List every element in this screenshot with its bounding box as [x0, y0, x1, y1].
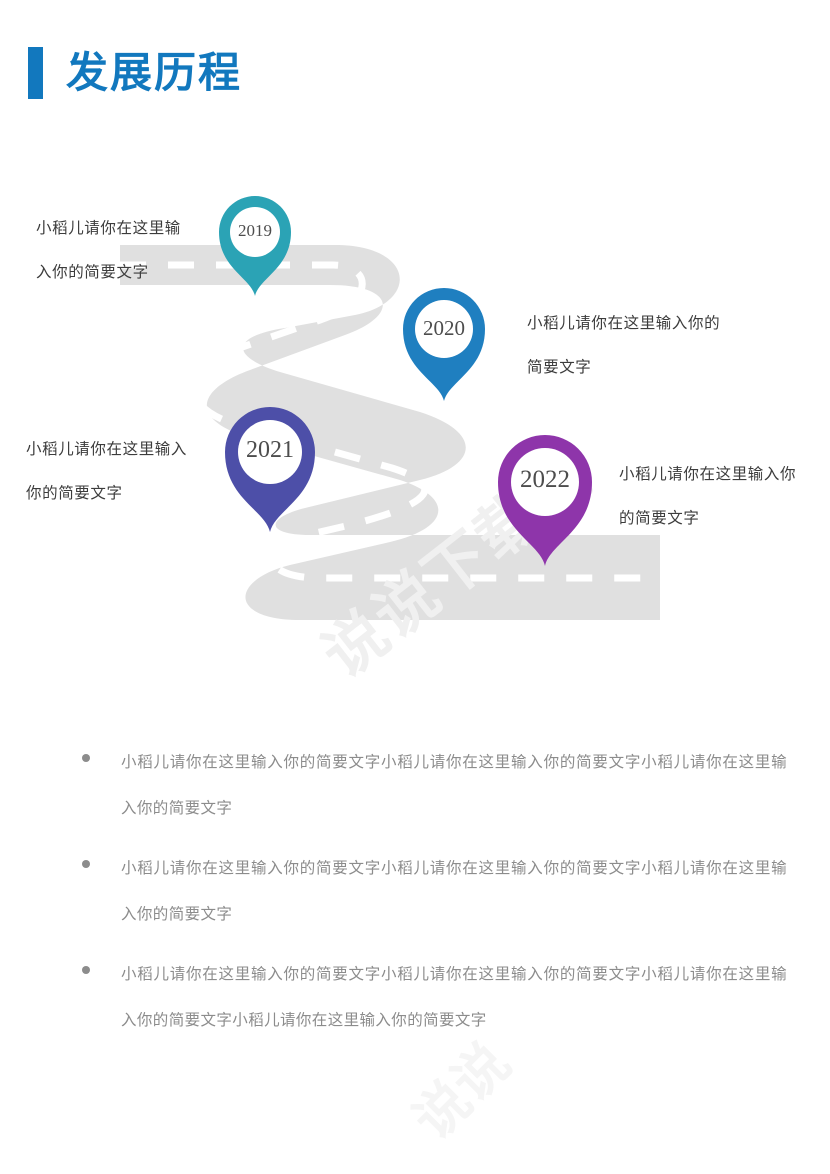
milestone-pin-2021[interactable]: 2021: [216, 398, 324, 534]
pin-shape-2019: [219, 196, 291, 296]
list-item: 小稻儿请你在这里输入你的简要文字小稻儿请你在这里输入你的简要文字小稻儿请你在这里…: [75, 846, 787, 938]
page-title-row: 发展历程: [28, 47, 242, 99]
milestone-label-2022-line2: 的简要文字: [619, 510, 700, 527]
title-accent-bar: [28, 47, 43, 99]
milestone-label-2021-line2: 你的简要文字: [26, 485, 123, 502]
page-title: 发展历程: [66, 49, 243, 96]
milestone-pin-2022[interactable]: 2022: [489, 426, 601, 568]
pin-shape-2022: [498, 434, 592, 566]
bullet-dot-icon: [82, 966, 90, 974]
bullet-text: 小稻儿请你在这里输入你的简要文字小稻儿请你在这里输入你的简要文字小稻儿请你在这里…: [121, 860, 787, 923]
milestone-pin-2020[interactable]: 2020: [394, 279, 494, 403]
milestone-label-2020-line1: 小稻儿请你在这里输入你的: [527, 315, 721, 332]
milestone-pin-2019[interactable]: 2019: [211, 188, 299, 298]
milestone-label-2021-line1: 小稻儿请你在这里输入: [26, 441, 188, 458]
bullet-text: 小稻儿请你在这里输入你的简要文字小稻儿请你在这里输入你的简要文字小稻儿请你在这里…: [121, 966, 787, 1029]
road-surface: [120, 245, 660, 620]
pin-shape-2020: [403, 288, 485, 401]
roadmap-graphic: 说说下载网 2019 小稻儿请你在这里输 入你的简要文字 2020 小稻儿请你在…: [0, 150, 830, 691]
bullet-list: 小稻儿请你在这里输入你的简要文字小稻儿请你在这里输入你的简要文字小稻儿请你在这里…: [75, 740, 787, 1058]
list-item: 小稻儿请你在这里输入你的简要文字小稻儿请你在这里输入你的简要文字小稻儿请你在这里…: [75, 952, 787, 1044]
milestone-label-2019-line1: 小稻儿请你在这里输: [36, 220, 181, 237]
bullet-dot-icon: [82, 754, 90, 762]
bullet-dot-icon: [82, 860, 90, 868]
pin-shape-2021: [225, 407, 315, 532]
milestone-label-2022-line1: 小稻儿请你在这里输入你: [619, 466, 797, 483]
bullet-text: 小稻儿请你在这里输入你的简要文字小稻儿请你在这里输入你的简要文字小稻儿请你在这里…: [121, 754, 787, 817]
milestone-label-2020-line2: 简要文字: [527, 359, 592, 376]
list-item: 小稻儿请你在这里输入你的简要文字小稻儿请你在这里输入你的简要文字小稻儿请你在这里…: [75, 740, 787, 832]
milestone-label-2019-line2: 入你的简要文字: [36, 264, 149, 281]
